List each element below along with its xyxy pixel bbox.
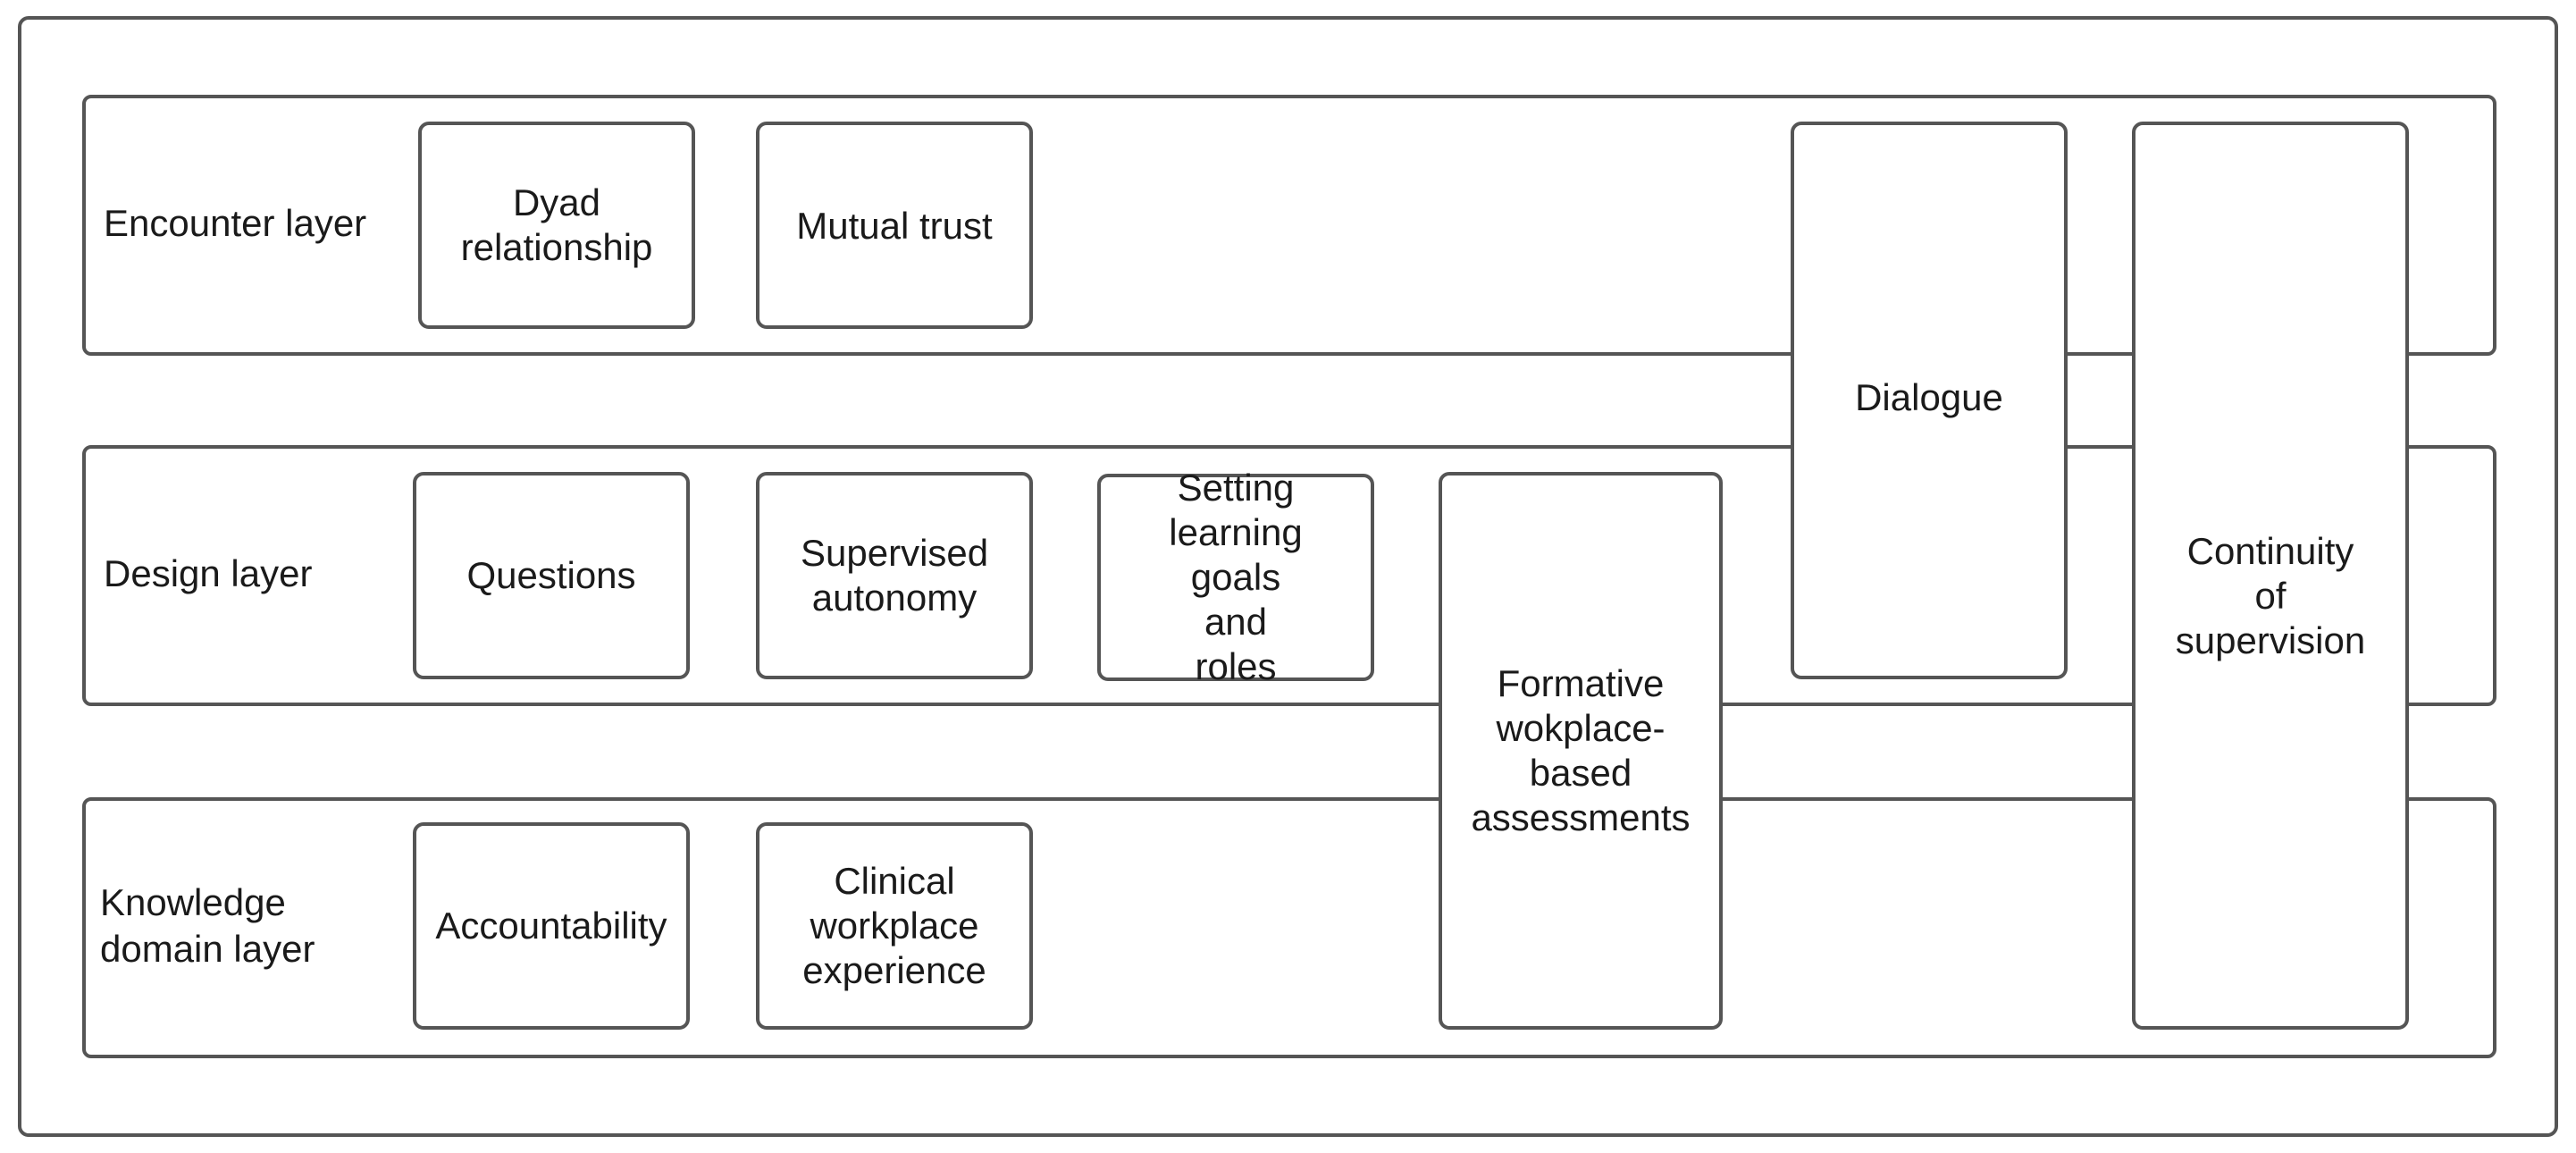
dialogue-box: Dialogue xyxy=(1791,122,2068,679)
formative-assessments-box: Formative wokplace-based assessments xyxy=(1439,472,1723,1030)
dyad-relationship-box: Dyad relationship xyxy=(418,122,695,329)
setting-learning-goals-box: Setting learning goals and roles xyxy=(1097,467,1374,687)
encounter-layer-label: Encounter layer xyxy=(104,202,367,244)
accountability-box: Accountability xyxy=(413,822,690,1030)
design-layer-label: Design layer xyxy=(104,552,313,594)
clinical-workplace-experience-box: Clinical workplace experience xyxy=(756,822,1033,1030)
knowledge-domain-layer-label: Knowledge domain layer xyxy=(100,881,315,970)
supervised-autonomy-box: Supervised autonomy xyxy=(756,472,1033,679)
questions-box: Questions xyxy=(413,472,690,679)
mutual-trust-box: Mutual trust xyxy=(756,122,1033,329)
continuity-of-supervision-box: Continuity of supervision xyxy=(2132,122,2409,1030)
